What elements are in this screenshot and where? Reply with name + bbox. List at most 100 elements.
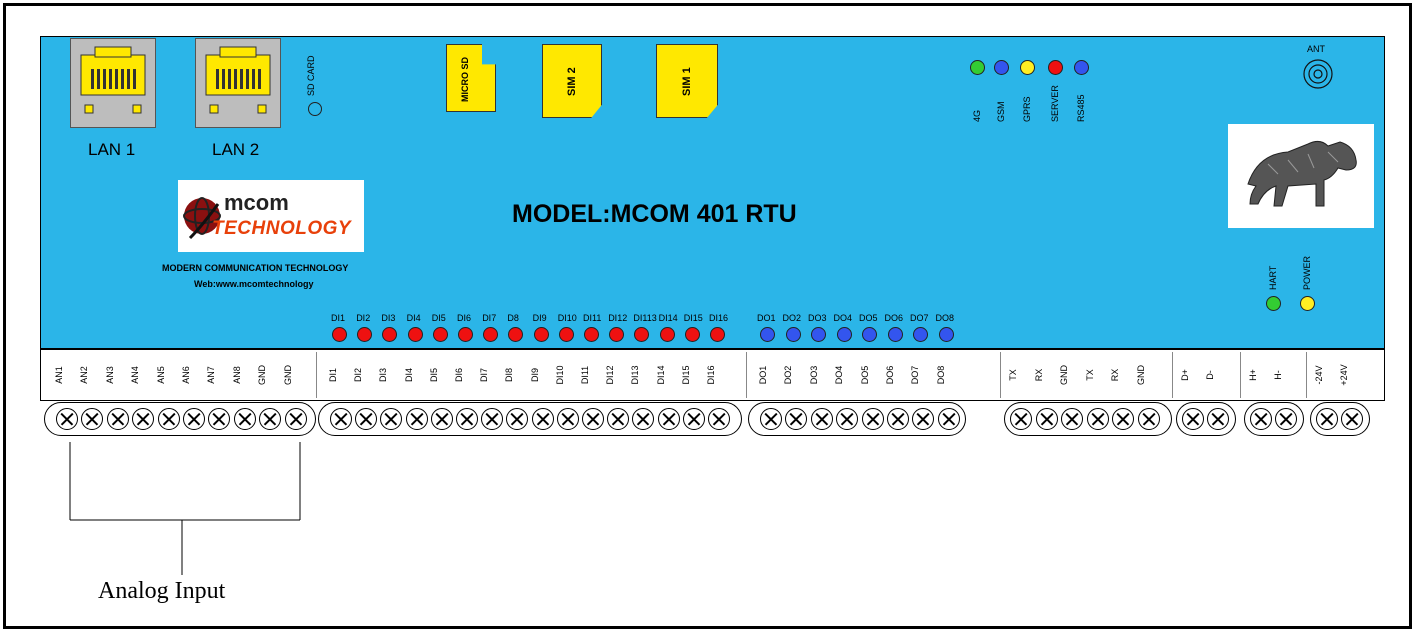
do-led — [887, 327, 903, 342]
screw-terminal[interactable] — [132, 408, 155, 430]
screw-terminal[interactable] — [330, 408, 352, 430]
terminal-label: DO6 — [885, 365, 895, 385]
screw-terminal[interactable] — [708, 408, 730, 430]
screw-terminal[interactable] — [481, 408, 504, 430]
screw-terminal[interactable] — [912, 408, 935, 430]
status-led-gprs — [1020, 60, 1035, 75]
company-logo: mcom TECHNOLOGY — [178, 180, 364, 252]
ethernet-jack-icon — [205, 46, 271, 114]
screw-terminal[interactable] — [607, 408, 630, 430]
lan2-port[interactable] — [195, 38, 281, 128]
terminal-label: DO2 — [783, 365, 794, 385]
di-led-label: DI11 — [583, 313, 602, 323]
screw-terminal[interactable] — [380, 408, 403, 430]
screw-terminal[interactable] — [810, 408, 833, 430]
sim1-slot[interactable] — [656, 44, 718, 118]
terminal-label: DI8 — [504, 368, 515, 383]
ant-label: ANT — [1307, 44, 1325, 54]
screw-terminal[interactable] — [760, 408, 782, 430]
screw-terminal[interactable] — [632, 408, 655, 430]
terminal-label: DO5 — [859, 365, 870, 385]
lion-logo — [1228, 124, 1374, 228]
status-label-rs485: RS485 — [1076, 94, 1086, 122]
di-led — [558, 327, 574, 342]
screw-terminal[interactable] — [157, 408, 180, 430]
screw-terminal[interactable] — [1112, 408, 1135, 430]
screw-terminal[interactable] — [1250, 408, 1272, 430]
terminal-label: GND — [1136, 365, 1146, 385]
screw-terminal[interactable] — [405, 408, 428, 430]
screw-terminal[interactable] — [582, 408, 604, 430]
screw-terminal[interactable] — [106, 408, 129, 430]
do-led-label: DO7 — [910, 313, 929, 323]
screw-terminal[interactable] — [1341, 408, 1364, 430]
di-led — [659, 327, 675, 342]
terminal-label: -24V — [1314, 365, 1324, 385]
screw-terminal[interactable] — [430, 408, 453, 430]
screw-terminal[interactable] — [456, 408, 478, 430]
strip-divider — [1000, 352, 1001, 398]
screw-terminal[interactable] — [1207, 408, 1230, 430]
screw-terminal[interactable] — [1035, 408, 1058, 430]
screw-terminal[interactable] — [183, 408, 205, 430]
di-led — [609, 327, 625, 342]
di-led-label: D8 — [507, 313, 519, 323]
do-led-label: DO6 — [884, 313, 904, 323]
terminal-label: DI5 — [428, 368, 439, 383]
screw-terminal[interactable] — [1182, 408, 1204, 430]
screw-terminal[interactable] — [355, 408, 378, 430]
ethernet-jack-icon — [80, 46, 146, 114]
screw-terminal[interactable] — [506, 408, 529, 430]
screw-terminal[interactable] — [1275, 408, 1298, 430]
screw-terminal[interactable] — [1086, 408, 1109, 430]
sim2-slot[interactable] — [542, 44, 602, 118]
do-led — [785, 327, 801, 342]
di-led-label: DI1 — [331, 313, 346, 323]
antenna-connector-icon[interactable] — [1302, 58, 1334, 90]
lan1-port[interactable] — [70, 38, 156, 128]
screw-terminal[interactable] — [861, 408, 884, 430]
terminal-label: DI13 — [630, 365, 641, 385]
screw-terminal[interactable] — [284, 408, 307, 430]
terminal-label: AN6 — [181, 366, 191, 384]
screw-terminal[interactable] — [233, 408, 256, 430]
screw-terminal[interactable] — [208, 408, 231, 430]
screw-terminal[interactable] — [836, 408, 859, 430]
do-led — [913, 327, 928, 342]
di-led-label: DI6 — [457, 313, 472, 323]
terminal-label: DI9 — [529, 368, 540, 383]
strip-divider — [1172, 352, 1173, 398]
screw-terminal[interactable] — [682, 408, 705, 430]
screw-terminal[interactable] — [1138, 408, 1160, 430]
screw-terminal[interactable] — [1061, 408, 1084, 430]
terminal-label: H- — [1273, 370, 1284, 380]
terminal-label: DI14 — [655, 365, 666, 385]
lion-icon — [1247, 140, 1357, 207]
screw-terminal[interactable] — [657, 408, 680, 430]
status-led-rs485 — [1074, 60, 1089, 75]
terminal-label: D+ — [1180, 369, 1190, 381]
terminal-label: AN7 — [206, 366, 217, 384]
terminal-label: DO1 — [758, 365, 768, 385]
lan1-label: LAN 1 — [88, 140, 136, 159]
screw-terminal[interactable] — [887, 408, 909, 430]
screw-terminal[interactable] — [785, 408, 808, 430]
terminal-label: AN8 — [231, 366, 242, 384]
terminal-label: DI10 — [554, 365, 565, 385]
sdcard-slot[interactable] — [308, 102, 322, 116]
led-hart — [1266, 296, 1281, 311]
di-led — [458, 327, 473, 342]
screw-terminal[interactable] — [937, 408, 960, 430]
screw-terminal[interactable] — [259, 408, 282, 430]
di-led-label: DI15 — [683, 313, 703, 323]
screw-terminal[interactable] — [81, 408, 104, 430]
screw-terminal[interactable] — [531, 408, 554, 430]
terminal-label: +24V — [1339, 364, 1350, 386]
model-title: MODEL:MCOM 401 RTU — [512, 200, 797, 228]
do-led — [836, 327, 852, 342]
screw-terminal[interactable] — [56, 408, 78, 430]
screw-terminal[interactable] — [1316, 408, 1338, 430]
screw-terminal[interactable] — [556, 408, 579, 430]
di-led-label: DI5 — [431, 313, 446, 323]
screw-terminal[interactable] — [1010, 408, 1032, 430]
